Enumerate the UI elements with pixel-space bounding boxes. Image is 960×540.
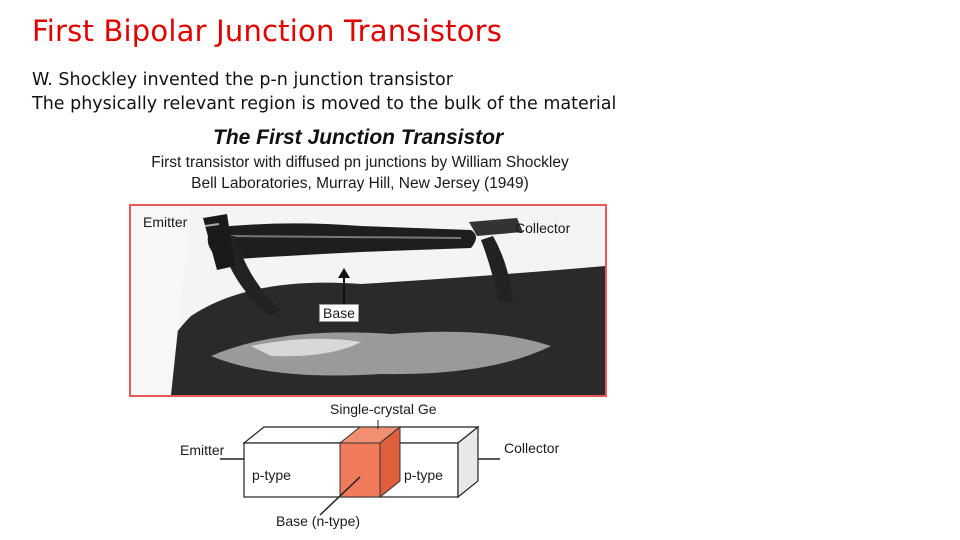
photo-label-base: Base <box>319 304 359 322</box>
diagram-label-collector: Collector <box>504 440 560 456</box>
photo-label-collector: Collector <box>515 220 571 236</box>
junction-diagram: Single-crystal Ge Emitter Collector p-ty… <box>168 401 588 537</box>
diagram-label-crystal: Single-crystal Ge <box>330 401 437 417</box>
diagram-label-base: Base (n-type) <box>276 513 361 529</box>
bullet-list: W. Shockley invented the p-n junction tr… <box>32 68 616 116</box>
transistor-photo-image <box>131 206 605 395</box>
caption-line: Bell Laboratories, Murray Hill, New Jers… <box>191 175 529 192</box>
figure-heading: The First Junction Transistor <box>213 126 504 149</box>
figure-caption: First transistor with diffused pn juncti… <box>120 152 600 194</box>
slide-title: First Bipolar Junction Transistors <box>32 14 503 48</box>
transistor-figure: The First Junction Transistor First tran… <box>120 124 620 536</box>
junction-diagram-drawing <box>220 420 500 516</box>
bullet-item: The physically relevant region is moved … <box>32 94 617 114</box>
photo-label-emitter: Emitter <box>143 214 188 230</box>
diagram-label-right-region: p-type <box>404 467 443 483</box>
diagram-label-emitter: Emitter <box>180 442 225 458</box>
transistor-photo: Emitter Collector Base <box>129 204 607 397</box>
caption-line: First transistor with diffused pn juncti… <box>151 154 569 171</box>
diagram-label-left-region: p-type <box>252 467 291 483</box>
bullet-item: W. Shockley invented the p-n junction tr… <box>32 70 453 90</box>
